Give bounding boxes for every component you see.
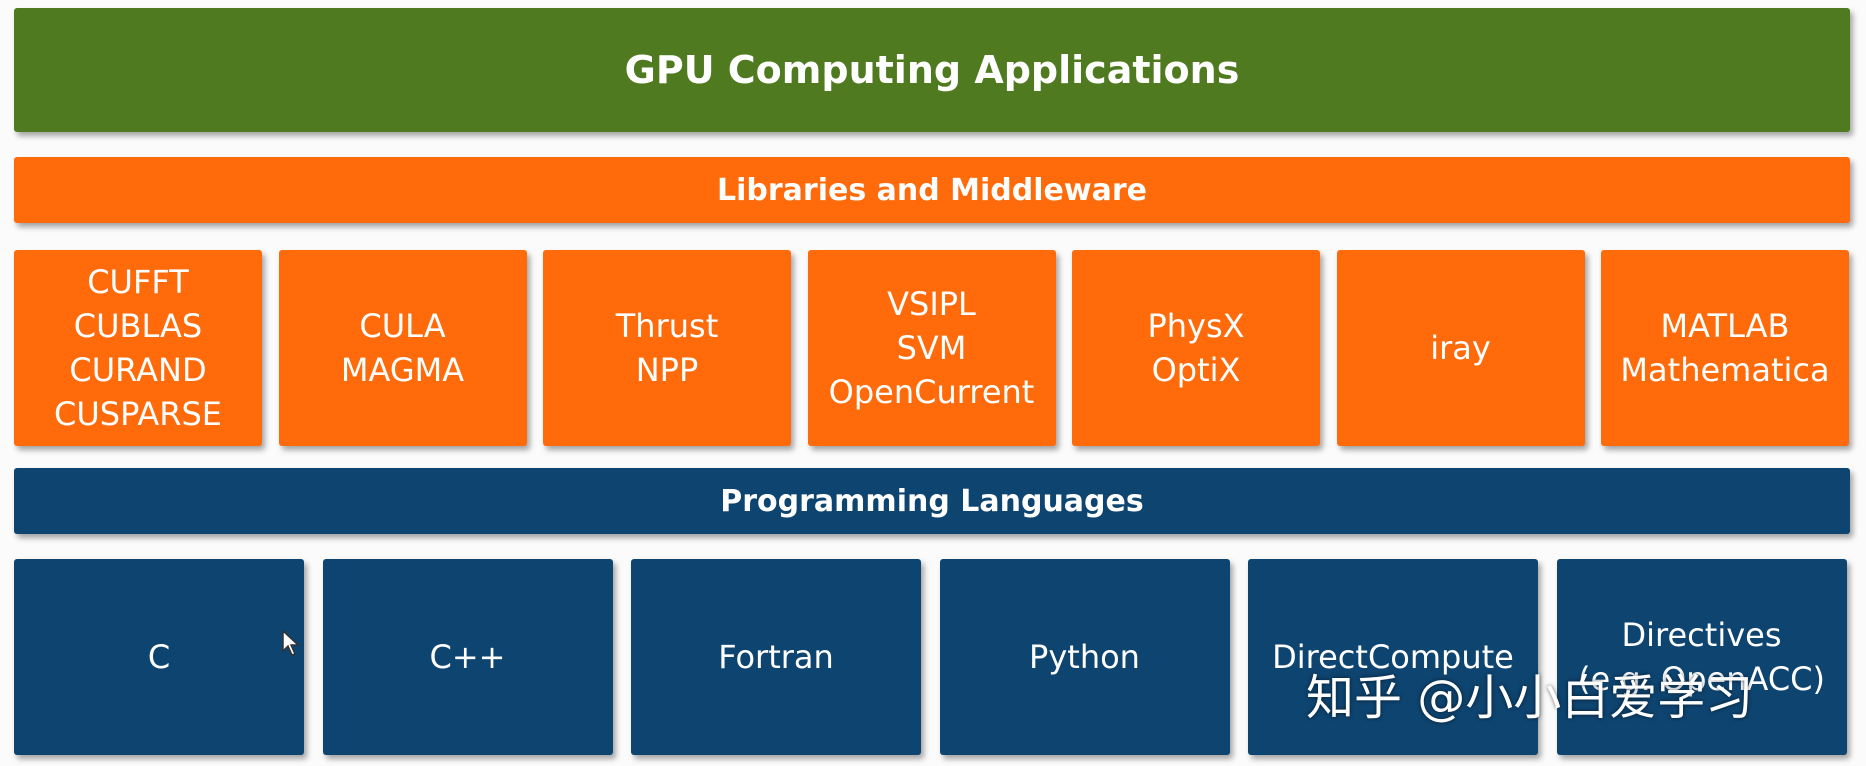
language-box-line: Directives xyxy=(1621,616,1782,654)
library-box-line: CUBLAS xyxy=(73,307,203,345)
library-box-0: CUFFT CUBLAS CURAND CUSPARSE xyxy=(14,250,262,446)
library-box-4: PhysX OptiX xyxy=(1072,250,1320,446)
library-box-5: iray xyxy=(1336,250,1585,446)
applications-title: GPU Computing Applications xyxy=(624,48,1240,92)
library-box-line: MAGMA xyxy=(340,351,465,389)
library-box-0-text: CUFFT CUBLAS CURAND CUSPARSE xyxy=(54,260,222,436)
mouse-pointer-icon xyxy=(282,630,300,656)
library-box-line: OptiX xyxy=(1151,351,1241,389)
library-box-line: Thrust xyxy=(615,307,719,345)
language-box-4: DirectCompute xyxy=(1248,559,1538,755)
library-box-3-text: VSIPL SVM OpenCurrent xyxy=(829,282,1035,414)
applications-band: GPU Computing Applications xyxy=(14,8,1850,132)
language-box-1-text: C++ xyxy=(430,635,506,679)
language-box-0-text: C xyxy=(148,635,170,679)
library-box-1-text: CULA MAGMA xyxy=(341,304,464,392)
library-box-line: CUSPARSE xyxy=(54,395,222,433)
library-box-6-text: MATLAB Mathematica xyxy=(1620,304,1829,392)
library-box-1: CULA MAGMA xyxy=(278,250,527,446)
language-box-5-text: Directives (e.g. OpenACC) xyxy=(1578,613,1825,701)
language-box-line: DirectCompute xyxy=(1272,638,1514,676)
languages-band: Programming Languages xyxy=(14,468,1850,534)
library-box-line: NPP xyxy=(635,351,699,389)
library-box-4-text: PhysX OptiX xyxy=(1147,304,1244,392)
library-box-line: CUFFT xyxy=(87,263,189,301)
library-box-6: MATLAB Mathematica xyxy=(1601,250,1849,446)
language-box-2-text: Fortran xyxy=(718,635,834,679)
language-box-3: Python xyxy=(939,559,1230,755)
language-box-0: C xyxy=(14,559,304,755)
library-box-line: PhysX xyxy=(1147,307,1245,345)
libraries-title: Libraries and Middleware xyxy=(717,172,1147,208)
library-box-line: VSIPL xyxy=(887,285,976,323)
library-box-line: OpenCurrent xyxy=(828,373,1035,411)
library-box-5-text: iray xyxy=(1430,326,1491,370)
language-box-3-text: Python xyxy=(1029,635,1140,679)
library-box-line: MATLAB xyxy=(1660,307,1790,345)
library-box-line: CULA xyxy=(359,307,446,345)
watermark-text: 知乎 @小小白爱学习 xyxy=(1306,670,1754,726)
library-box-line: SVM xyxy=(896,329,967,367)
language-box-line: C++ xyxy=(429,638,506,676)
language-box-5: Directives (e.g. OpenACC) xyxy=(1556,559,1847,755)
languages-title: Programming Languages xyxy=(720,483,1144,519)
language-box-1: C++ xyxy=(322,559,613,755)
library-box-line: CURAND xyxy=(69,351,207,389)
language-box-line: Fortran xyxy=(718,638,834,676)
library-box-3: VSIPL SVM OpenCurrent xyxy=(807,250,1056,446)
libraries-band: Libraries and Middleware xyxy=(14,157,1850,223)
language-box-2: Fortran xyxy=(631,559,921,755)
language-box-4-text: DirectCompute xyxy=(1272,635,1514,679)
library-box-line: iray xyxy=(1430,329,1491,367)
language-box-line: Python xyxy=(1029,638,1140,676)
language-box-line: C xyxy=(147,638,171,676)
language-box-line: (e.g. OpenACC) xyxy=(1578,660,1825,698)
library-box-line: Mathematica xyxy=(1620,351,1830,389)
